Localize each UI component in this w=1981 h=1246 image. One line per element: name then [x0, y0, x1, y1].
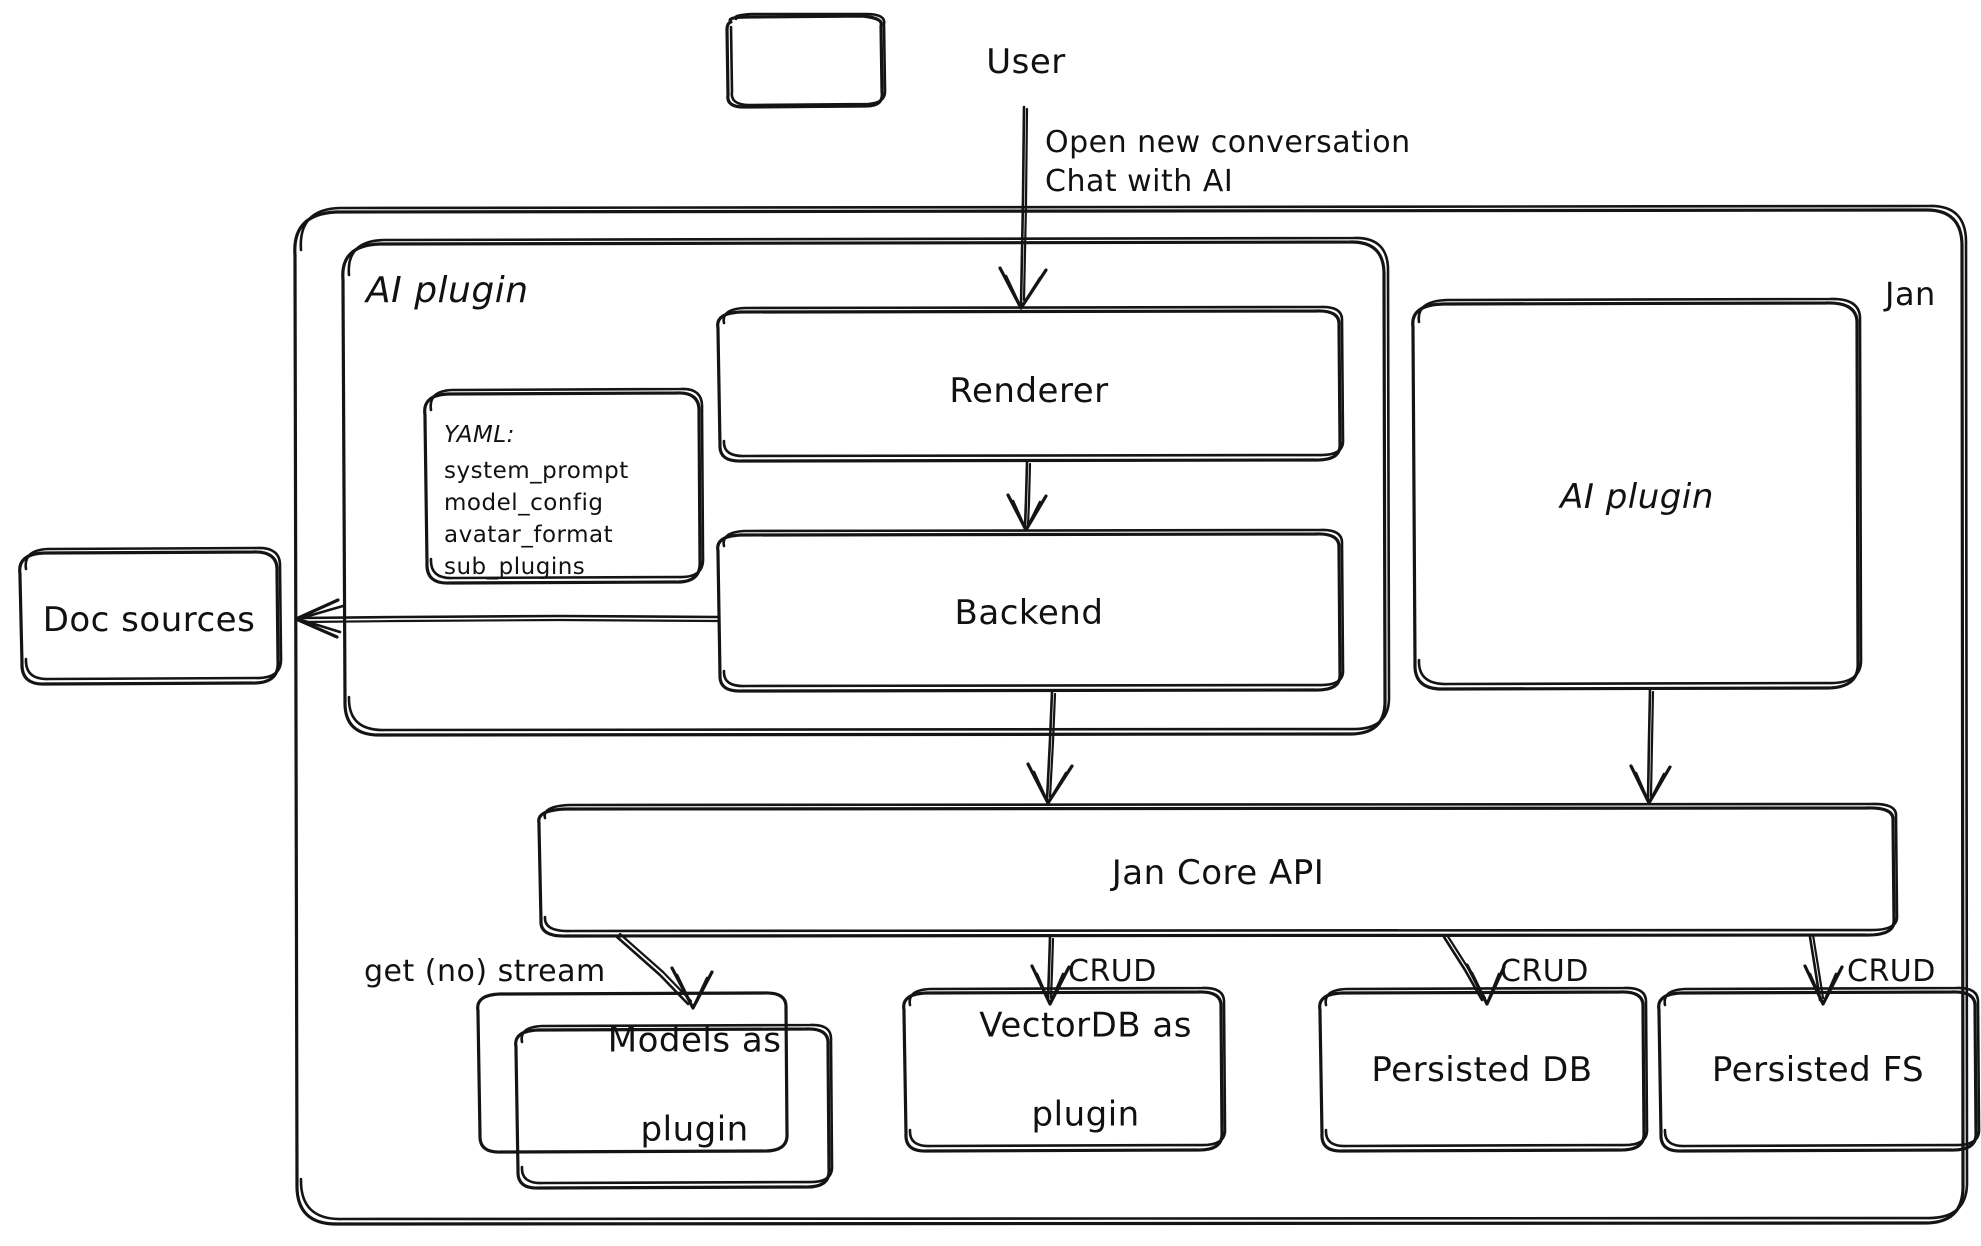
node-label-vectordb-plugin: VectorDB as plugin [934, 960, 1192, 1181]
yaml-note-item-3: sub_plugins [444, 554, 586, 580]
node-label-persisted-db: Persisted DB [1371, 1049, 1593, 1090]
arrow-renderer-to-backend [1006, 460, 1048, 532]
node-label-ai-plugin: AI plugin [1560, 476, 1714, 517]
node-label-renderer: Renderer [949, 370, 1109, 411]
vectordb-plugin-line1: VectorDB as [979, 1005, 1192, 1046]
node-label-models-plugin: Models as plugin [563, 975, 782, 1196]
yaml-note-item-2: avatar_format [444, 522, 614, 548]
models-plugin-line2: plugin [640, 1109, 749, 1150]
edge-label-crud-persisted-db: CRUD [1500, 954, 1589, 989]
edge-label-open-new-conversation: Open new conversation [1045, 125, 1411, 160]
edge-label-get-no-stream: get (no) stream [364, 954, 606, 989]
node-label-doc-sources: Doc sources [42, 599, 256, 640]
node-label-jan-core-api: Jan Core API [1111, 852, 1325, 893]
arrow-ai-plugin-to-core-api [1629, 688, 1672, 805]
node-label-persisted-fs: Persisted FS [1711, 1049, 1925, 1090]
yaml-note-item-1: model_config [444, 490, 604, 516]
arrow-core-api-to-persisted-db [1442, 933, 1506, 1006]
arrow-backend-to-core-api [1026, 690, 1074, 805]
container-label-jan: Jan [1885, 275, 1936, 313]
arrow-user-to-renderer [998, 105, 1048, 310]
node-label-backend: Backend [954, 592, 1104, 633]
user-box-shape [725, 12, 887, 109]
arrow-backend-to-doc-sources [294, 598, 720, 639]
vectordb-plugin-line2: plugin [1031, 1094, 1140, 1135]
container-label-ai-plugin-group: AI plugin [366, 270, 529, 311]
yaml-note-item-0: system_prompt [444, 458, 629, 484]
models-plugin-line1: Models as [607, 1020, 782, 1061]
yaml-note-header: YAML: [444, 422, 515, 448]
node-label-user: User [986, 41, 1066, 82]
edge-label-crud-vectordb: CRUD [1068, 954, 1157, 989]
edge-label-crud-persisted-fs: CRUD [1847, 954, 1936, 989]
arrow-core-api-to-persisted-fs [1803, 933, 1844, 1006]
edge-label-chat-with-ai: Chat with AI [1045, 164, 1234, 199]
